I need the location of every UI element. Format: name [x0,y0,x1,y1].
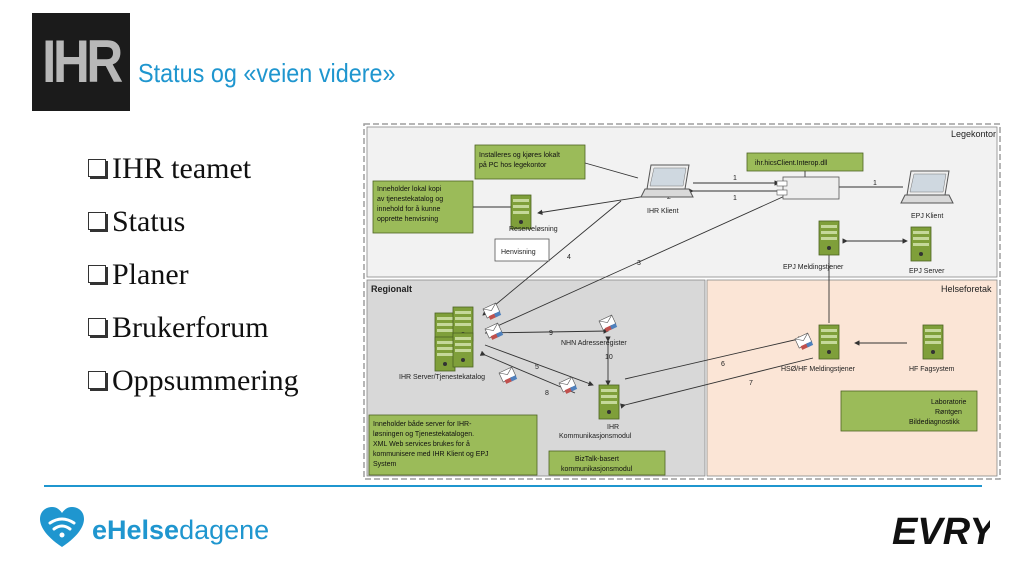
note-local-copy-line: Inneholder lokal kopi [377,186,442,193]
brand-dagene: dagene [179,515,269,545]
note-lab [840,390,978,432]
note-biztalk [548,450,666,476]
bullet-label: Planer [112,258,189,291]
note-lab-line: Laboratorie [931,399,967,406]
connector-number: 9 [549,330,553,337]
zone-label-legekontor: Legekontor [951,129,996,139]
bullet-label: IHR teamet [112,152,252,185]
note-server-info-line: System [373,461,397,468]
ehelsedagene-logo: eHelsedagene [40,507,269,547]
wifi-icon [48,517,76,525]
note-server-info-line: Inneholder både server for IHR- [373,420,472,428]
connector-number: 1 [873,180,877,187]
ihr-server-icon [452,332,474,368]
label-epj-meld: EPJ Meldingstjener [783,264,844,271]
ihr-server-icon [434,336,456,372]
bullet-item: Oppsummering [88,362,299,415]
bullet-item: Status [88,203,299,256]
evry-logo: EVRY [892,511,990,553]
epj-meldingstjener-server-icon [818,220,840,256]
connector-number: 10 [605,354,613,361]
note-server-info-line: løsningen og Tjenestekatalogen. [373,431,474,438]
brand-evry: EVRY [892,511,990,553]
note-lab-line: Bildediagnostikk [909,419,960,426]
checkbox-bullet-icon [88,212,106,231]
label-epj-klient: EPJ Klient [911,213,943,220]
label-ihr-komm: IHR [607,424,619,431]
note-local-copy-line: av tjenestekatalog og [377,196,443,203]
note-local-copy-line: innehold for å kunne [377,205,441,213]
zone-label-regionalt: Regionalt [371,284,412,294]
svg-text:eHelsedagene: eHelsedagene [92,515,269,545]
checkbox-bullet-icon [88,371,106,390]
note-install-line: Installeres og kjøres lokalt [479,152,560,159]
connector-number: 4 [567,254,571,261]
note-local-copy [372,180,474,234]
label-hso: HSØ/HF Meldingstjener [781,366,856,373]
note-dll-text: ihr.hicsClient.Interop.dll [755,160,828,167]
henvisning-document-icon [494,238,550,262]
note-biztalk-line: BizTalk-basert [575,456,619,463]
connector-number: 1 [733,175,737,182]
connector-number: 1 [733,195,737,202]
brand-ehelse: eHelse [92,515,179,545]
dll-component-icon [782,176,840,200]
bullet-item: IHR teamet [88,150,299,203]
connector-number: 5 [535,364,539,371]
label-epj-server: EPJ Server [909,268,945,275]
note-lab-line: Røntgen [935,409,962,416]
footer-divider [44,485,982,487]
connector-number: 3 [637,260,641,267]
note-server-info [368,414,538,476]
page-title: Status og «veien videre» [138,58,396,88]
bullet-item: Planer [88,256,299,309]
checkbox-bullet-icon [88,265,106,284]
reserve-server-icon [510,194,532,230]
note-server-info-line: kommunisere med IHR Klient og EPJ [373,451,489,458]
ihr-logo-text: IHR [42,28,123,95]
checkbox-bullet-icon [88,159,106,178]
note-server-info-line: XML Web services brukes for å [373,440,470,448]
note-install-line: på PC hos legekontor [479,161,547,169]
ihr-komm-server-icon [598,384,620,420]
hf-fagsystem-server-icon [922,324,944,360]
connector-number: 2 [667,194,671,201]
bullet-label: Oppsummering [112,364,299,397]
epj-server-icon [910,226,932,262]
connector-number: 6 [721,361,725,368]
label-nhn: NHN Adresseregister [561,340,627,347]
note-install [474,144,586,180]
label-henvisning: Henvisning [501,249,536,256]
bullet-label: Status [112,205,186,238]
note-biztalk-line: kommunikasjonsmodul [561,466,633,473]
bullet-list: IHR teamet Status Planer Brukerforum Opp… [88,150,299,415]
hso-meldingstjener-server-icon [818,324,840,360]
bullet-label: Brukerforum [112,311,269,344]
label-ihr-komm: Kommunikasjonsmodul [559,433,632,440]
bullet-item: Brukerforum [88,309,299,362]
connector-number: 8 [545,390,549,397]
label-ihr-klient: IHR Klient [647,208,679,215]
checkbox-bullet-icon [88,318,106,337]
connector-number: 7 [749,380,753,387]
zone-helseforetak [706,279,998,477]
architecture-diagram: Legekontor Regionalt Helseforetak Instal… [363,123,1001,480]
note-local-copy-line: opprette henvisning [377,216,438,223]
label-reserve: Reserveløsning [509,226,558,233]
label-hf-fag: HF Fagsystem [909,366,955,373]
ihr-logo: IHR [32,13,130,111]
label-ihr-server: IHR Server/Tjenestekatalog [399,374,485,381]
zone-label-helseforetak: Helseforetak [941,284,992,294]
